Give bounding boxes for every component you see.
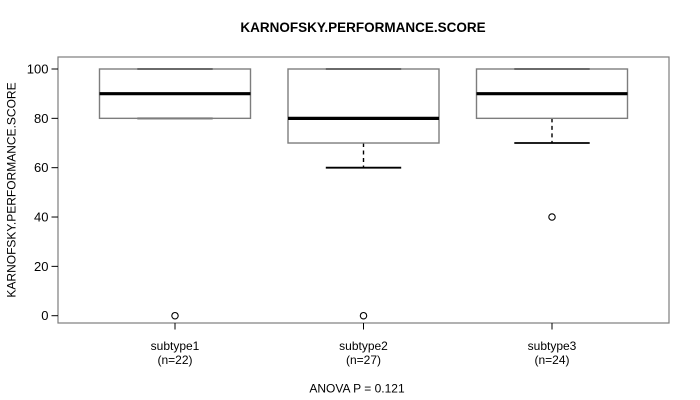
x-axis-sublabel-subtype3: (n=24) (534, 353, 569, 367)
x-axis-label-subtype3: subtype3 (528, 339, 577, 353)
plot-frame (57, 56, 670, 324)
y-tick-label: 40 (34, 210, 48, 225)
y-tick-label: 100 (27, 62, 49, 77)
anova-annotation: ANOVA P = 0.121 (309, 382, 405, 396)
y-tick-label: 20 (34, 259, 48, 274)
x-axis-label-subtype1: subtype1 (151, 339, 200, 353)
y-axis-title: KARNOFSKY.PERFORMANCE.SCORE (5, 82, 19, 297)
y-tick-label: 60 (34, 160, 48, 175)
outlier-point-subtype3 (548, 213, 556, 221)
chart-title: KARNOFSKY.PERFORMANCE.SCORE (240, 20, 485, 35)
outlier-point-subtype1 (171, 311, 179, 320)
box-subtype2 (287, 68, 440, 144)
chart-root: 0 20 40 60 80 100 subtype1(n=22) subtype2(n=27)… (5, 20, 670, 396)
y-tick-label: 0 (41, 308, 48, 323)
x-axis-label-subtype2: subtype2 (339, 339, 388, 353)
y-tick-label: 80 (34, 111, 48, 126)
outlier-point-subtype2 (359, 311, 368, 320)
x-axis-sublabel-subtype2: (n=27) (346, 353, 381, 367)
x-axis-sublabel-subtype1: (n=22) (157, 353, 192, 367)
